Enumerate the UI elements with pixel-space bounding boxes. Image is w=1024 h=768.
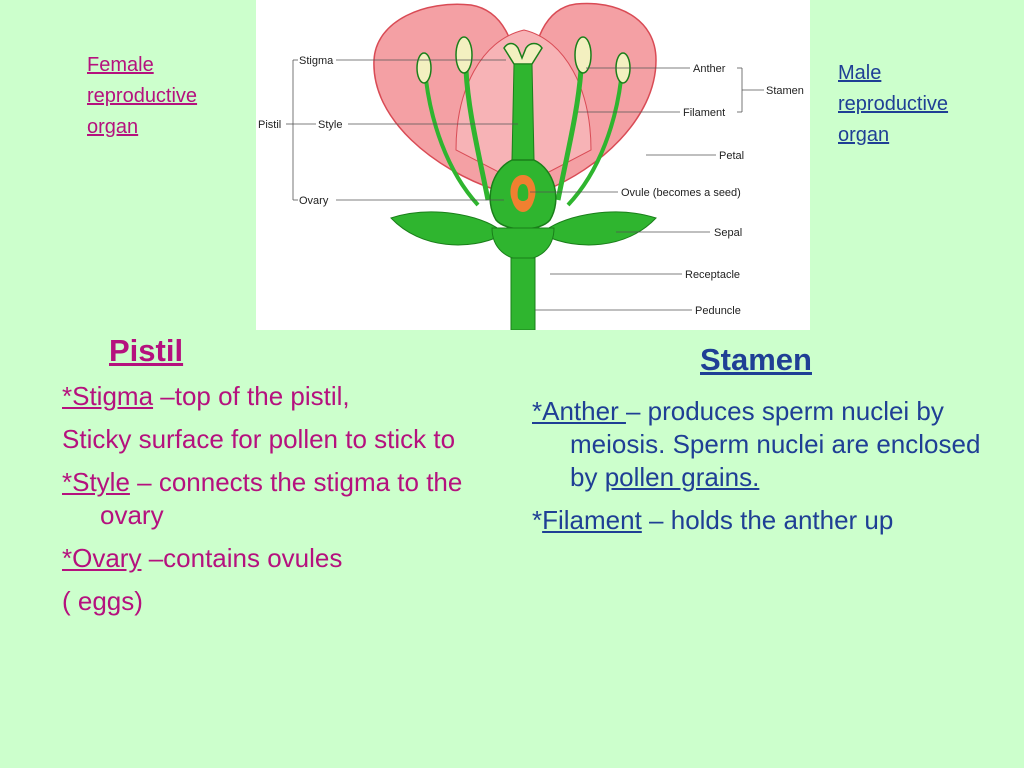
- stamen-definitions: *Anther – produces sperm nuclei by meios…: [532, 395, 992, 547]
- female-reproductive-organ-label[interactable]: Female reproductive organ: [87, 54, 198, 138]
- pistil-heading: Pistil: [109, 333, 184, 368]
- pistil-item-stigma: *Stigma –top of the pistil,: [62, 380, 512, 413]
- desc-sticky-surface: Sticky surface for pollen to stick to: [62, 424, 456, 454]
- filament-left: [463, 69, 491, 201]
- right-pointer-lines: [530, 67, 764, 311]
- ovule-shape: [510, 175, 536, 212]
- desc-anther: – produces sperm nuclei by meiosis. Sper…: [570, 396, 981, 492]
- flower-diagram-svg: Stigma Pistil Style Ovary Anther Stamen …: [258, 2, 804, 330]
- style-shape: [511, 63, 535, 161]
- term-ovary[interactable]: *Ovary: [62, 543, 142, 573]
- desc-eggs: ( eggs): [62, 586, 143, 616]
- label-filament: Filament: [683, 107, 725, 119]
- receptacle-shape: [491, 227, 555, 260]
- male-reproductive-organ-label[interactable]: Male reproductive organ: [838, 62, 949, 146]
- label-petal: Petal: [719, 150, 744, 162]
- label-receptacle: Receptacle: [685, 269, 740, 281]
- sepal-left: [390, 211, 501, 246]
- desc-stigma: –top of the pistil,: [153, 381, 350, 411]
- peduncle-shape: [510, 257, 536, 330]
- label-style: Style: [318, 119, 342, 131]
- label-sepal: Sepal: [714, 227, 742, 239]
- filament-prefix: *: [532, 505, 543, 535]
- label-peduncle: Peduncle: [695, 305, 741, 317]
- stamen-item-filament: *Filament – holds the anther up: [532, 504, 992, 537]
- sepal-right: [545, 211, 657, 246]
- pistil-item-eggs: ( eggs): [62, 585, 512, 618]
- label-stamen: Stamen: [766, 85, 804, 97]
- label-pistil: Pistil: [258, 119, 281, 131]
- filament-right: [555, 69, 584, 201]
- filament-left-outer: [424, 79, 480, 207]
- desc-style: – connects the stigma to the ovary: [100, 467, 463, 530]
- label-ovary: Ovary: [299, 195, 329, 207]
- term-stigma[interactable]: *Stigma: [62, 381, 154, 411]
- label-stigma: Stigma: [299, 55, 334, 67]
- left-pointer-lines: [286, 59, 518, 201]
- label-anther: Anther: [693, 63, 726, 75]
- stamen-heading: Stamen: [700, 342, 812, 377]
- pistil-definitions: *Stigma –top of the pistil, Sticky surfa…: [62, 380, 512, 628]
- pistil-item-ovary: *Ovary –contains ovules: [62, 542, 512, 575]
- term-anther[interactable]: *Anther: [532, 396, 626, 426]
- stamen-item-anther: *Anther – produces sperm nuclei by meios…: [532, 395, 992, 494]
- anther-left: [455, 36, 473, 74]
- pistil-item-style: *Style – connects the stigma to the ovar…: [62, 466, 512, 532]
- term-style[interactable]: *Style: [62, 467, 130, 497]
- stigma-shape: [503, 42, 543, 65]
- anther-left-outer: [416, 52, 432, 84]
- term-filament[interactable]: Filament: [542, 505, 642, 535]
- anther-right: [574, 36, 592, 74]
- pistil-item-sticky: Sticky surface for pollen to stick to: [62, 423, 512, 456]
- desc-filament: – holds the anther up: [641, 505, 894, 535]
- filament-right-outer: [566, 79, 623, 207]
- flower-diagram: Stigma Pistil Style Ovary Anther Stamen …: [256, 0, 810, 330]
- link-pollen-grains[interactable]: pollen grains.: [604, 462, 760, 492]
- ovary-shape: [489, 159, 557, 230]
- label-ovule: Ovule (becomes a seed): [621, 187, 741, 199]
- desc-ovary: –contains ovules: [141, 543, 343, 573]
